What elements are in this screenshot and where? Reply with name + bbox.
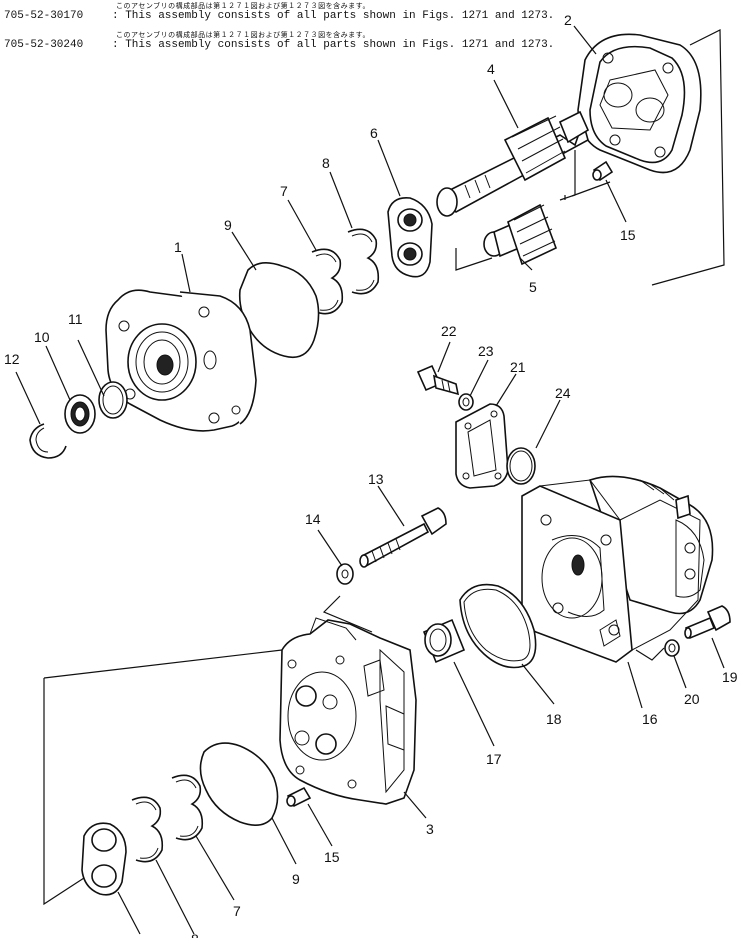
part-8-seal-ring-top: [347, 228, 380, 295]
callout-12: 12: [4, 351, 20, 367]
part-1-front-cover: [105, 289, 257, 432]
callout-24: 24: [555, 385, 571, 401]
callout-5: 5: [529, 279, 537, 295]
part-10-oil-seal: [64, 394, 96, 434]
callout-6: 6: [370, 125, 378, 141]
callout-20: 20: [684, 691, 700, 707]
part-12-snap-ring: [29, 423, 67, 459]
callout-14: 14: [305, 511, 321, 527]
part-7-backup-ring-bottom: [171, 774, 204, 841]
header-note-jp-2: このアセンブリの構成部品は第１２７１図および第１２７３図を含みます。: [116, 31, 370, 39]
callout-18: 18: [546, 711, 562, 727]
callout-16: 16: [642, 711, 658, 727]
callout-7: 7: [280, 183, 288, 199]
part-6-side-plate: [387, 196, 433, 278]
callout-labels: 2 4 5 6 8 7 9 1 11 10 12 22 23 21 24 13 …: [4, 12, 738, 938]
part-7-backup-ring-top: [311, 248, 344, 315]
part-17-bushing: [422, 618, 466, 664]
part-8-seal-ring-bottom: [131, 796, 164, 863]
callout-1: 1: [174, 239, 182, 255]
part-21-plate: [455, 403, 509, 489]
callout-7-bottom: 7: [233, 903, 241, 919]
part-11-ring: [98, 381, 128, 419]
part-6-side-plate-bottom: [81, 822, 127, 896]
callout-19: 19: [722, 669, 738, 685]
callout-23: 23: [478, 343, 494, 359]
callout-17: 17: [486, 751, 502, 767]
part-24-o-ring: [506, 447, 536, 485]
callout-4: 4: [487, 61, 495, 77]
callout-9: 9: [224, 217, 232, 233]
callout-15-bottom: 15: [324, 849, 340, 865]
part-4-drive-gear-shaft: [436, 110, 590, 217]
part-22-bolt: [416, 364, 460, 396]
callout-2: 2: [564, 12, 572, 28]
part-15-dowel-pin-bottom: [286, 786, 312, 808]
part-14-washer: [336, 563, 354, 585]
leader-lines: [15, 25, 725, 935]
callout-10: 10: [34, 329, 50, 345]
part-16-pump-housing: [521, 475, 714, 663]
callout-3: 3: [426, 821, 434, 837]
assembly-note: : This assembly consists of all parts sh…: [112, 39, 555, 51]
callout-9-bottom: 9: [292, 871, 300, 887]
header-row-1: 705-52-30170 : This assembly consists of …: [4, 10, 554, 22]
assembly-guide-lines: [43, 29, 725, 906]
callout-8: 8: [322, 155, 330, 171]
part-23-washer: [458, 393, 474, 411]
part-18-o-ring: [459, 583, 537, 669]
part-2-rear-case: [577, 33, 702, 174]
callout-21: 21: [510, 359, 526, 375]
callout-22: 22: [441, 323, 457, 339]
part-number: 705-52-30240: [4, 39, 84, 51]
header-note-jp-1: このアセンブリの構成部品は第１２７１図および第１２７３図を含みます。: [116, 2, 370, 10]
part-20-washer: [664, 639, 680, 657]
part-5-driven-gear: [483, 203, 558, 266]
callout-11: 11: [68, 311, 83, 327]
part-9-gasket-bottom: [199, 742, 279, 826]
part-13-bolt: [359, 507, 447, 568]
callout-8-bottom: 8: [191, 931, 199, 938]
header-row-2: 705-52-30240 : This assembly consists of …: [4, 39, 554, 51]
callout-15-top: 15: [620, 227, 636, 243]
part-number: 705-52-30170: [4, 10, 84, 22]
callout-13: 13: [368, 471, 384, 487]
part-15-dowel-pin-top: [592, 160, 614, 182]
assembly-note: : This assembly consists of all parts sh…: [112, 10, 555, 22]
part-3-center-body: [279, 617, 417, 805]
part-19-bolt: [684, 605, 731, 640]
